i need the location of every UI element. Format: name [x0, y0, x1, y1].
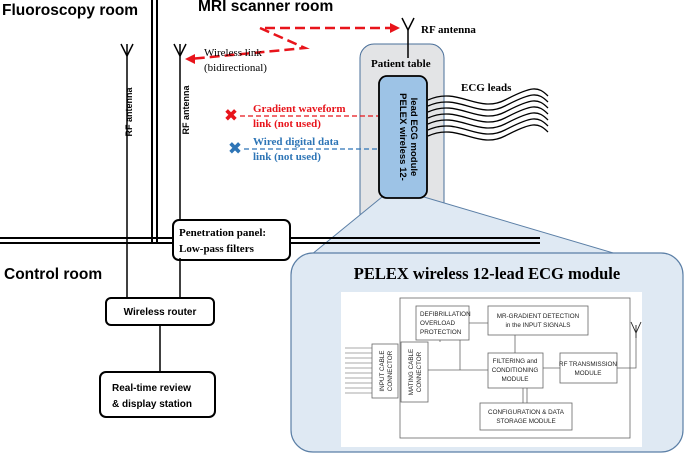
ecg-module-label-1: PELEX wireless 12-	[397, 93, 408, 181]
review-station-label-2: & display station	[112, 399, 192, 410]
input-cable-block	[371, 343, 399, 399]
patient-table-label: Patient table	[371, 58, 431, 70]
antenna-icon	[120, 43, 134, 305]
rf-transmission-label-1: RF TRANSMISSION	[559, 361, 617, 368]
rf-transmission-block	[559, 352, 618, 384]
ecg-leads-label: ECG leads	[461, 82, 512, 94]
defib-label-2: OVERLOAD	[420, 320, 455, 327]
mating-cable-label-2: CONNECTOR	[416, 351, 423, 392]
filtering-label-2: CONDITIONING	[492, 367, 539, 374]
internal-connections	[428, 322, 637, 403]
input-cable-label-1: INPUT CABLE	[379, 350, 386, 391]
wireless-link-arrow	[185, 23, 400, 64]
mr-gradient-label-2: in the INPUT SIGNALS	[506, 322, 571, 329]
filtering-label-3: MODULE	[502, 376, 529, 383]
review-station-box	[99, 371, 216, 418]
wired-link-label-1: Wired digital data	[253, 136, 339, 148]
configuration-block	[479, 402, 573, 431]
penetration-panel-box	[172, 219, 291, 261]
wireless-link-label-2: (bidirectional)	[204, 62, 267, 74]
ecg-module-label-2: lead ECG module	[408, 98, 419, 177]
defib-label-3: PROTECTION	[420, 329, 462, 336]
penetration-panel-label-1: Penetration panel:	[179, 227, 266, 239]
input-wires	[345, 347, 372, 394]
filtering-label-1: FILTERING and	[493, 358, 538, 365]
mr-gradient-label-1: MR-GRADIENT DETECTION	[497, 313, 580, 320]
ecg-leads	[427, 88, 549, 141]
input-cable-label-2: CONNECTOR	[387, 350, 394, 391]
block-diagram: DEFIBRILLATION OVERLOAD PROTECTION MR-GR…	[341, 292, 642, 447]
wireless-link-label-1: Wireless link	[204, 47, 262, 59]
config-label-1: CONFIGURATION & DATA	[488, 409, 565, 416]
fluoroscopy-room-label: Fluoroscopy room	[2, 2, 138, 19]
config-label-2: STORAGE MODULE	[496, 418, 555, 425]
rf-antenna-label-right: RF antenna	[421, 24, 476, 36]
rf-antenna-label-left: RF antenna	[124, 87, 134, 137]
module-detail-title: PELEX wireless 12-lead ECG module	[354, 264, 620, 283]
close-icon-blue: ✖	[228, 139, 242, 159]
penetration-panel-label-2: Low-pass filters	[179, 243, 255, 255]
defib-label-1: DEFIBRILLATION	[420, 311, 471, 318]
gradient-link-label-2: link (not used)	[253, 118, 321, 130]
ecg-module-box	[378, 75, 428, 199]
rf-antenna-label-middle: RF antenna	[181, 85, 191, 135]
control-room-label: Control room	[4, 266, 102, 283]
antenna-icon-small	[630, 321, 642, 338]
rf-transmission-label-2: MODULE	[575, 370, 602, 377]
antenna-icon	[401, 17, 415, 58]
filtering-block	[487, 352, 544, 389]
review-station-label-1: Real-time review	[112, 383, 191, 394]
wireless-router-label: Wireless router	[124, 307, 197, 318]
wireless-router-box	[105, 297, 215, 326]
mr-gradient-block	[487, 305, 589, 336]
gradient-link-label-1: Gradient waveform	[253, 103, 346, 115]
mri-room-label: MRI scanner room	[198, 0, 333, 15]
wired-link-label-2: link (not used)	[253, 151, 321, 163]
mating-cable-label-1: MATING CABLE	[408, 349, 415, 395]
close-icon-red: ✖	[224, 106, 238, 126]
mating-cable-block	[400, 341, 429, 403]
